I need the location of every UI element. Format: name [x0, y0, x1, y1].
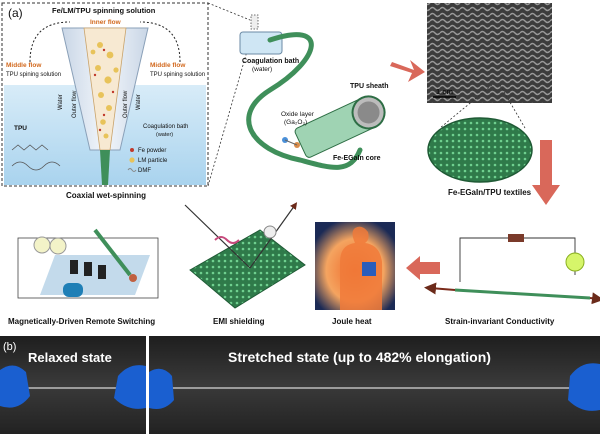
zoom-line-top [208, 3, 250, 20]
legend-dmf-label: DMF [138, 168, 151, 174]
spinning-solution-label: Fe/LM/TPU spinning solution [52, 6, 156, 15]
small-bath [240, 32, 282, 54]
relaxed-label: Relaxed state [28, 350, 112, 365]
outer-flow-right: Outer flow [123, 90, 129, 118]
fiber-cross-section [294, 91, 390, 158]
app-strain-label: Strain-invariant Conductivity [445, 317, 555, 326]
zoom-line-bottom [208, 34, 252, 186]
oxide-label-2: (Ga₂O₃) [284, 119, 307, 126]
outer-flow-left: Outer flow [72, 90, 78, 118]
textiles-label: Fe-EGaIn/TPU textiles [448, 188, 532, 197]
coag-bath-label-2: (water) [156, 132, 173, 138]
middle-flow-left: Middle flow [6, 62, 42, 69]
arrow-to-textile [390, 60, 425, 82]
scale-label: 1 cm [436, 87, 453, 96]
legend-lm-label: LM particle [138, 158, 168, 164]
glove-left-stretched [149, 369, 174, 409]
legend-fe-swatch [130, 148, 134, 152]
water-right: Water [136, 94, 142, 110]
tpu-sheath-label: TPU sheath [350, 83, 389, 90]
water-left: Water [58, 94, 64, 110]
syringe-tip [251, 15, 258, 29]
tpu-solution-right: TPU spining solution [150, 72, 205, 78]
arrow-to-applications [532, 140, 560, 205]
coag-bath-label-1: Coagulation bath [143, 124, 188, 130]
remote-switching-illustration [18, 230, 158, 298]
emi-shielding-illustration [185, 205, 305, 308]
textile-zoom-circle [428, 118, 532, 182]
app-joule-label: Joule heat [332, 317, 372, 326]
stretched-label: Stretched state (up to 482% elongation) [228, 349, 491, 365]
small-bath-label-2: (water) [252, 66, 272, 73]
legend-fe-label: Fe powder [138, 148, 166, 154]
core-label: Fe-EGaIn core [333, 155, 381, 162]
heated-patch [362, 262, 376, 276]
oxide-label-1: Oxide layer [281, 111, 315, 118]
panel-b-label: (b) [3, 341, 16, 353]
tpu-solution-left: TPU spining solution [6, 72, 61, 78]
small-bath-label-1: Coagulation bath [242, 58, 299, 65]
spinning-caption: Coaxial wet-spinning [66, 191, 146, 200]
oxide-molecules [282, 137, 300, 148]
app-emi-label: EMI shielding [213, 317, 265, 326]
inner-flow-label: Inner flow [90, 19, 122, 26]
arrow-to-applications-row [406, 256, 440, 280]
legend-lm-swatch [129, 157, 134, 162]
panel-a-label: (a) [8, 6, 23, 20]
middle-flow-right: Middle flow [150, 62, 186, 69]
tpu-label: TPU [14, 125, 27, 132]
strain-conductivity-illustration [430, 234, 598, 299]
app-switching-label: Magnetically-Driven Remote Switching [8, 317, 155, 326]
